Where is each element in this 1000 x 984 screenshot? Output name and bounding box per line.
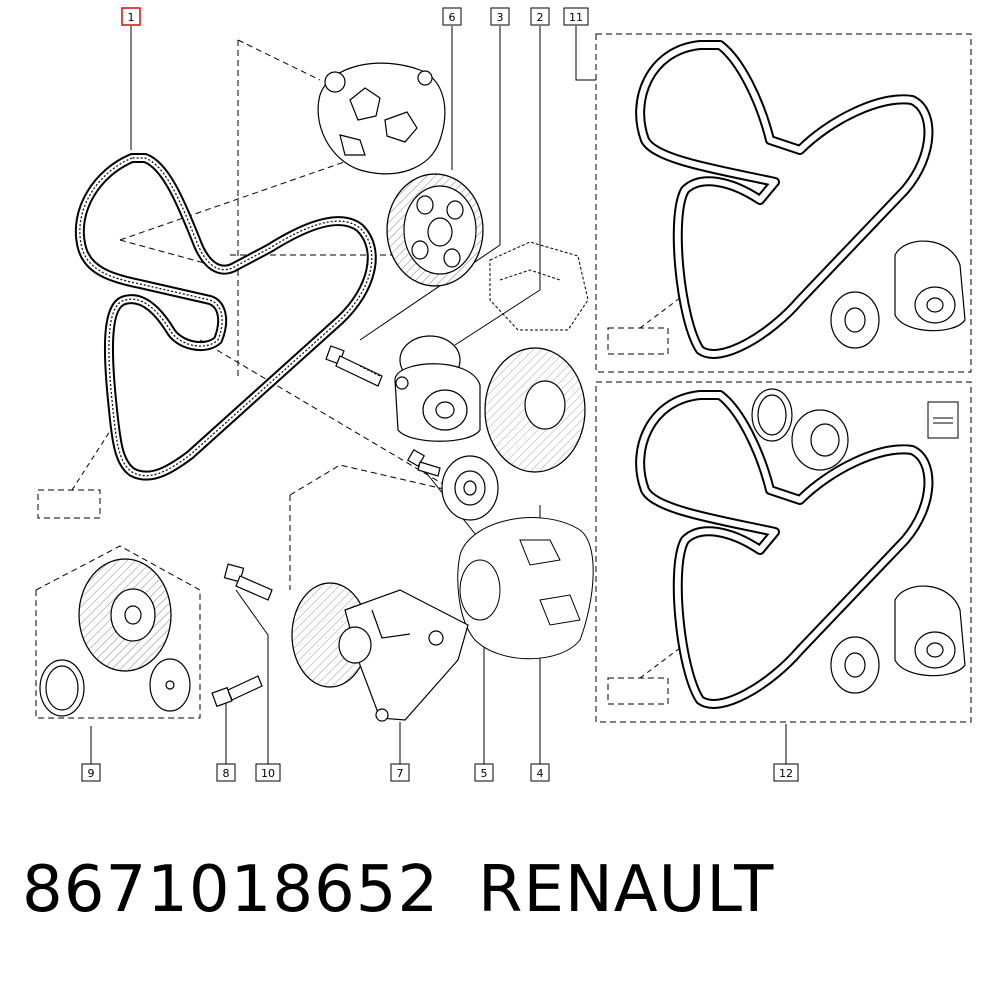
svg-text:3: 3: [497, 11, 504, 24]
callout-5[interactable]: 5: [474, 763, 494, 782]
callout-2[interactable]: 2: [530, 7, 550, 26]
pump-3: [489, 241, 589, 331]
crank-pulley: [484, 347, 586, 473]
svg-text:12: 12: [779, 767, 793, 780]
svg-text:2: 2: [537, 11, 544, 24]
callout-6[interactable]: 6: [442, 7, 462, 26]
callout-1[interactable]: 1: [121, 7, 141, 26]
frame-9: [35, 545, 201, 719]
pulley-6: [386, 173, 484, 287]
svg-text:7: 7: [397, 767, 404, 780]
svg-text:1: 1: [128, 11, 135, 24]
bolt-3: [325, 345, 383, 387]
bolt-8: [211, 675, 263, 708]
svg-text:11: 11: [569, 11, 583, 24]
part-number: 8671018652: [22, 853, 440, 927]
callout-8[interactable]: 8: [216, 763, 236, 782]
svg-text:6: 6: [449, 11, 456, 24]
belt-kit-12: [635, 388, 966, 709]
ac-compressor: [457, 517, 594, 660]
instruction-leaflet-icon: [927, 401, 959, 439]
callout-4[interactable]: 4: [530, 763, 550, 782]
callout-11[interactable]: 11: [563, 7, 589, 26]
frame-11: [595, 33, 972, 373]
svg-text:8: 8: [223, 767, 230, 780]
idler-5: [406, 448, 499, 521]
callout-12[interactable]: 12: [773, 763, 799, 782]
frame-12: [595, 381, 972, 723]
svg-text:5: 5: [481, 767, 488, 780]
bolt-10: [223, 563, 273, 601]
pulley-kit-9: [39, 558, 191, 717]
callout-10[interactable]: 10: [255, 763, 281, 782]
callout-9[interactable]: 9: [81, 763, 101, 782]
callout-7[interactable]: 7: [390, 763, 410, 782]
bracket-7: [291, 582, 469, 722]
alternator: [317, 62, 446, 175]
brand-name: RENAULT: [478, 853, 775, 927]
parts-diagram: 1 6 3 2 11 9 8 10 7 5 4 12: [35, 7, 972, 782]
callout-3[interactable]: 3: [490, 7, 510, 26]
svg-text:9: 9: [88, 767, 95, 780]
svg-text:4: 4: [537, 767, 544, 780]
tensioner-2: [394, 335, 481, 442]
belt-kit-11: [635, 40, 966, 359]
drive-belt-main: [74, 153, 377, 481]
svg-text:10: 10: [261, 767, 275, 780]
leader-lines: [71, 26, 787, 764]
